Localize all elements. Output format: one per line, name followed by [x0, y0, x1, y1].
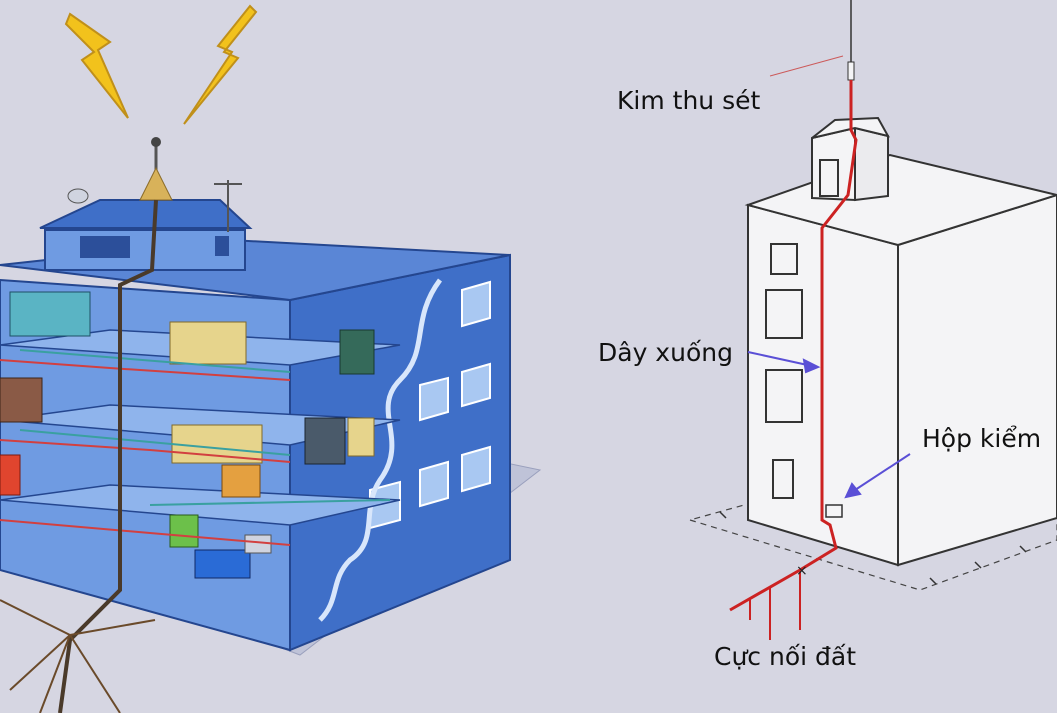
satellite-dish: [67, 188, 89, 204]
left-ground-electrodes: [0, 599, 156, 713]
label-lightning-rod: Kim thu sét: [617, 86, 761, 115]
torn-wall-edge: [318, 278, 443, 622]
label-ground-electrode: Cực nối đất: [714, 642, 857, 671]
penthouse-window: [80, 236, 130, 258]
roof-door: [819, 159, 839, 197]
left-building-illustration: [0, 4, 542, 713]
lightning-bolt-icon: [183, 4, 258, 125]
equipment: [0, 291, 375, 579]
test-box: [825, 504, 843, 518]
pointer-arrows: [747, 55, 911, 499]
side-windows: [369, 280, 491, 530]
building-wiring: [0, 349, 391, 546]
roof-stair-box-side: [854, 126, 889, 202]
penthouse-window: [215, 236, 229, 256]
lightning-bolt-icon: [64, 12, 129, 119]
air-terminal-base: [847, 61, 855, 81]
right-down-conductor: [729, 80, 858, 612]
building-side-face: [897, 193, 1057, 567]
right-building-diagram: ×: [687, 0, 1057, 640]
ground-outline: [687, 469, 1057, 591]
ground-junction-mark: ×: [796, 563, 808, 579]
penthouse-roof: [39, 199, 253, 229]
left-down-conductor: [58, 199, 158, 713]
lightning-rod-tip: [151, 137, 161, 147]
dimension-ticks: [719, 511, 1027, 585]
lightning-rod-cone: [139, 166, 173, 201]
diagram-windows: [765, 243, 803, 499]
right-ground-electrodes: [749, 570, 801, 640]
label-test-box: Hộp kiểm: [922, 424, 1042, 453]
label-down-conductor: Dây xuống: [598, 338, 733, 367]
